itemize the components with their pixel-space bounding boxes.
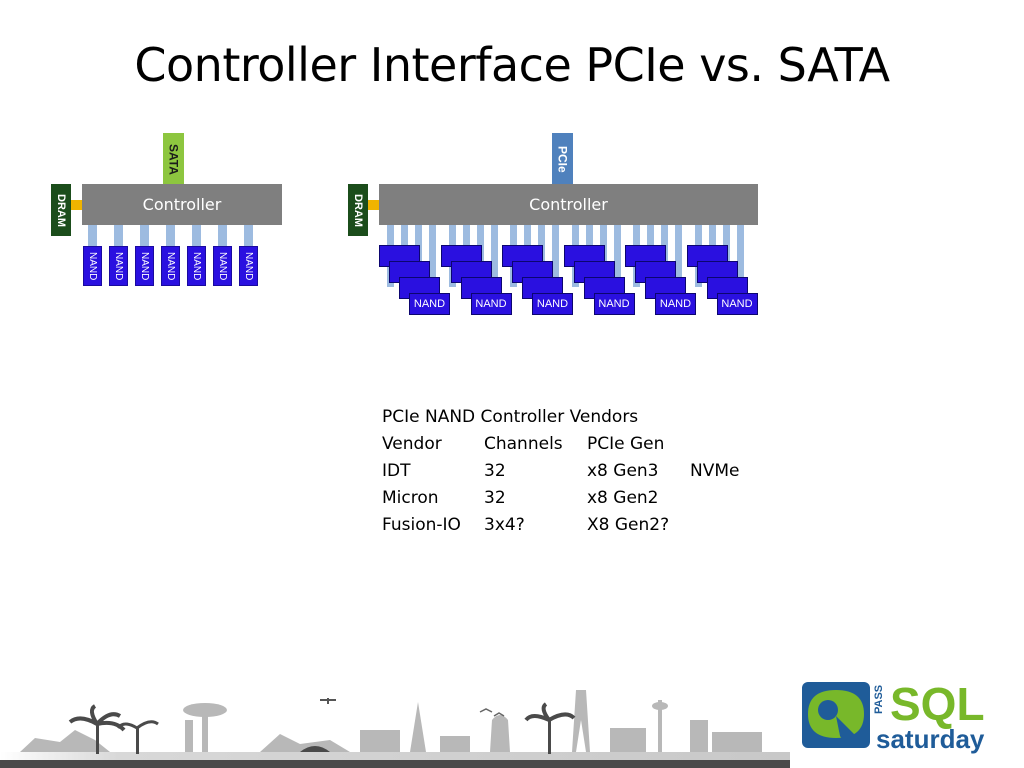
table-cell: [690, 485, 770, 512]
pcie-controller-label: Controller: [529, 195, 608, 214]
nand-label: NAND: [217, 251, 228, 281]
pcie-channel-lane: [552, 225, 559, 281]
logo-sql-text: SQL: [890, 680, 985, 730]
pcie-bus-label: PCIe: [555, 145, 570, 173]
pcie-nand-chip: NAND: [470, 293, 512, 315]
vendor-table-row: Fusion-IO 3x4? X8 Gen2?: [382, 512, 770, 539]
pcie-channel-lane: [675, 225, 682, 281]
sata-nand-chip: NAND: [109, 246, 128, 286]
table-cell: X8 Gen2?: [587, 515, 670, 535]
sata-nand-chip: NAND: [83, 246, 102, 286]
pcie-nand-chip: NAND: [532, 293, 573, 315]
sata-dram: DRAM: [51, 184, 71, 236]
pcie-nand-chip: NAND: [593, 293, 635, 315]
logo-saturday-text: saturday: [876, 724, 985, 754]
nand-label: NAND: [139, 251, 150, 281]
sata-bus-tab: SATA: [163, 133, 184, 185]
pcie-channel-lane: [736, 225, 744, 281]
sata-channel-lane: [192, 225, 201, 247]
sata-channel-lane: [88, 225, 97, 247]
sata-dram-link: [71, 200, 83, 210]
sata-bus-label: SATA: [166, 143, 181, 175]
slide-title: Controller Interface PCIe vs. SATA: [134, 38, 890, 92]
sata-channel-lane: [244, 225, 253, 247]
nand-label: NAND: [165, 251, 176, 281]
sata-channel-lane: [218, 225, 227, 247]
nand-label: NAND: [191, 251, 202, 281]
sata-controller-label: Controller: [142, 195, 222, 214]
pcie-nand-chip: NAND: [409, 293, 450, 315]
sqlsaturday-logo: PASS SQL saturday: [802, 680, 985, 754]
logo-pass-text: PASS: [873, 685, 885, 714]
sata-controller: Controller: [82, 184, 282, 225]
pcie-channel-lane: [613, 225, 621, 281]
vendor-table: PCIe NAND Controller Vendors Vendor Chan…: [382, 403, 770, 539]
nand-label: NAND: [87, 251, 98, 281]
header-cell: PCIe Gen: [587, 434, 665, 454]
vendor-table-header: Vendor Channels PCIe Gen: [382, 431, 770, 458]
table-cell: IDT: [382, 461, 411, 481]
sata-nand-chip: NAND: [213, 246, 232, 286]
pcie-nand-chip: NAND: [655, 293, 696, 315]
sata-channel-lane: [166, 225, 175, 247]
vendor-table-row: Micron 32 x8 Gen2: [382, 485, 770, 512]
table-cell: 32: [484, 488, 506, 508]
pcie-dram: DRAM: [348, 184, 368, 236]
table-cell: x8 Gen2: [587, 488, 659, 508]
sata-channel-lane: [140, 225, 149, 247]
sata-dram-label: DRAM: [55, 193, 67, 227]
pcie-bus-tab: PCIe: [552, 133, 573, 185]
sata-channel-lane: [114, 225, 123, 247]
pcie-dram-link: [368, 200, 380, 210]
pcie-channel-lane: [490, 225, 498, 281]
sata-nand-chip: NAND: [161, 246, 180, 286]
sata-nand-chip: NAND: [239, 246, 258, 286]
nand-label: NAND: [243, 251, 254, 281]
table-cell: NVMe: [690, 461, 740, 481]
table-cell: [690, 512, 770, 539]
table-cell: 3x4?: [484, 515, 525, 535]
vendor-table-title: PCIe NAND Controller Vendors: [382, 407, 639, 427]
table-cell: 32: [484, 461, 506, 481]
table-cell: x8 Gen3: [587, 461, 659, 481]
nand-label: NAND: [113, 251, 124, 281]
sata-nand-chip: NAND: [135, 246, 154, 286]
table-cell: Fusion-IO: [382, 515, 461, 535]
header-cell: Vendor: [382, 434, 442, 454]
city-skyline-image: [0, 690, 790, 768]
table-cell: Micron: [382, 488, 439, 508]
header-cell: Channels: [484, 434, 563, 454]
pcie-channel-lane: [429, 225, 436, 281]
vendor-table-row: IDT 32 x8 Gen3 NVMe: [382, 458, 770, 485]
pcie-dram-label: DRAM: [352, 193, 364, 227]
header-cell: [690, 431, 770, 458]
pcie-nand-chip: NAND: [716, 293, 758, 315]
pcie-controller: Controller: [379, 184, 758, 225]
sata-nand-chip: NAND: [187, 246, 206, 286]
